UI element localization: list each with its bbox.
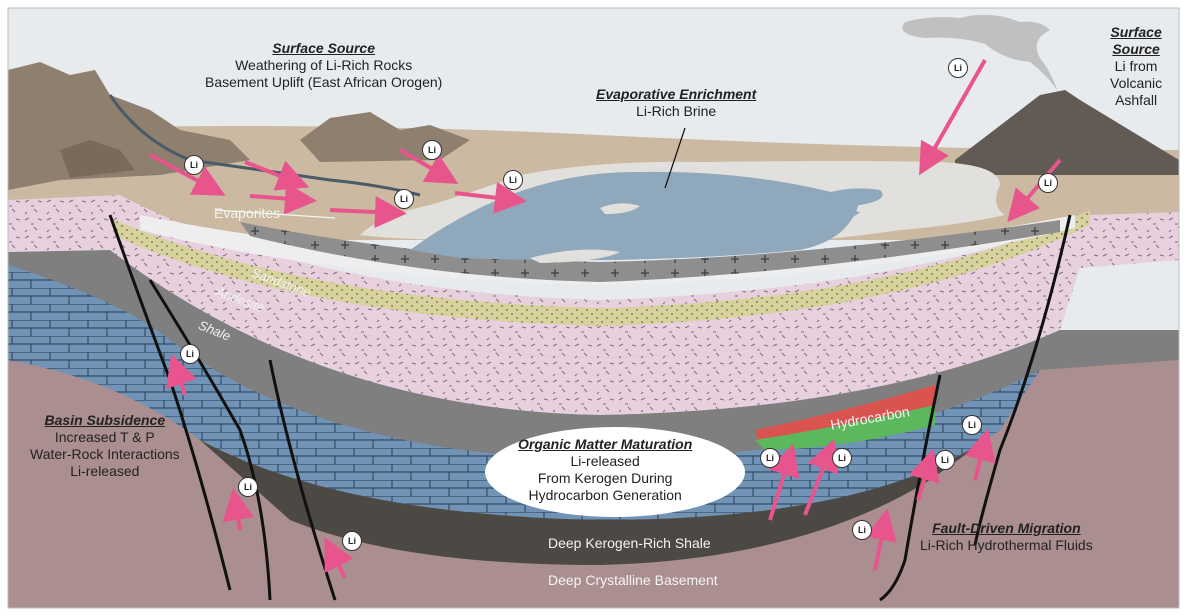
river — [108, 94, 421, 197]
li-token: Li — [760, 448, 780, 468]
surface-source-left-line1: Weathering of Li-Rich Rocks — [235, 57, 413, 73]
fault-4 — [973, 214, 1072, 546]
basin-subsidence-line3: Li-released — [70, 463, 140, 479]
surface-source-right-title1: Surface — [1110, 24, 1162, 40]
li-token: Li — [832, 448, 852, 468]
basin-subsidence-line1: Increased T & P — [54, 429, 155, 445]
volcano — [955, 90, 1179, 175]
fault-migration-title: Fault-Driven Migration — [932, 520, 1081, 536]
surface-source-left-title: Surface Source — [272, 40, 376, 56]
li-migration-arrows — [149, 59, 1062, 579]
fault-migration-label: Fault-Driven Migration Li-Rich Hydrother… — [920, 520, 1093, 554]
li-token: Li — [503, 170, 523, 190]
arrow — [222, 488, 255, 531]
organic-matter-line1: Li-released — [570, 453, 640, 469]
arrow — [324, 537, 354, 579]
small-pool-2 — [810, 210, 860, 222]
surface-source-left-line2: Basement Uplift (East African Orogen) — [205, 74, 443, 90]
arrow — [329, 196, 407, 229]
evaporite-layer — [140, 215, 1075, 285]
li-token: Li — [948, 58, 968, 78]
mountains-left-foreground — [60, 140, 135, 178]
arrow — [964, 428, 996, 481]
small-pool-1 — [820, 188, 883, 205]
fault-3 — [268, 359, 337, 601]
arrow — [249, 182, 317, 215]
li-token: Li — [238, 477, 258, 497]
organic-matter-title: Organic Matter Maturation — [518, 436, 693, 452]
hydrocarbon-red-layer — [755, 385, 935, 445]
cross-pattern-layer — [240, 220, 1060, 282]
surface-source-right-label: Surface Source Li from Volcanic Ashfall — [1110, 24, 1162, 109]
li-token: Li — [184, 155, 204, 175]
basin-subsidence-label: Basin Subsidence Increased T & P Water-R… — [30, 412, 180, 480]
surface-source-right-line2: Volcanic — [1110, 75, 1163, 91]
basin-subsidence-title: Basin Subsidence — [44, 412, 166, 428]
deep-crystalline-basement-label: Deep Crystalline Basement — [548, 572, 718, 588]
hydrocarbon-green-layer — [755, 405, 935, 450]
arrow — [865, 508, 897, 571]
andesite-layer-upper — [8, 195, 1179, 358]
evaporative-enrichment-title: Evaporative Enrichment — [596, 86, 757, 102]
brine-islet-2 — [530, 249, 620, 263]
evaporites-pointer-line — [214, 209, 336, 219]
sandstone-layer — [110, 210, 1090, 326]
fault-migration-line1: Li-Rich Hydrothermal Fluids — [920, 537, 1093, 553]
andesite-layer-lower — [110, 250, 1080, 415]
fault-2 — [148, 279, 272, 601]
surface-source-right-title2: Source — [1112, 41, 1160, 57]
li-token: Li — [342, 531, 362, 551]
arrow — [166, 353, 197, 396]
arrow — [908, 448, 940, 501]
li-token: Li — [962, 415, 982, 435]
li-token: Li — [394, 189, 414, 209]
organic-matter-line3: Hydrocarbon Generation — [528, 487, 682, 503]
frame — [7, 7, 1180, 609]
surface-source-left-label: Surface Source Weathering of Li-Rich Roc… — [205, 40, 442, 91]
evaporites-label: Evaporites — [214, 205, 281, 221]
evaporative-enrichment-label: Evaporative Enrichment Li-Rich Brine — [596, 86, 756, 120]
brine-pointer-line — [664, 127, 686, 189]
arrow — [149, 153, 226, 196]
li-token: Li — [422, 140, 442, 160]
arrow — [398, 148, 459, 185]
arrow — [454, 181, 527, 214]
fault-5 — [879, 374, 942, 602]
deep-kerogen-shale-label: Deep Kerogen-Rich Shale — [548, 535, 711, 551]
li-token: Li — [180, 344, 200, 364]
basin-subsidence-line2: Water-Rock Interactions — [30, 446, 180, 462]
surface-source-right-line1: Li from — [1114, 58, 1158, 74]
li-token: Li — [935, 450, 955, 470]
ash-plume — [902, 14, 1058, 92]
arrow — [1007, 158, 1062, 223]
arrow — [244, 160, 310, 191]
surface-source-right-line3: Ashfall — [1115, 92, 1158, 108]
arrow — [803, 438, 838, 516]
organic-matter-ellipse — [485, 427, 745, 517]
li-token: Li — [1038, 173, 1058, 193]
li-token: Li — [852, 520, 872, 540]
organic-matter-label: Organic Matter Maturation Li-released Fr… — [518, 436, 692, 504]
organic-matter-line2: From Kerogen During — [537, 470, 673, 486]
arrow — [919, 59, 987, 176]
arrow — [768, 443, 800, 521]
deep-kerogen-shale-layer — [200, 430, 1000, 565]
brine-islet-1 — [600, 203, 640, 214]
evaporative-enrichment-line1: Li-Rich Brine — [636, 103, 717, 119]
